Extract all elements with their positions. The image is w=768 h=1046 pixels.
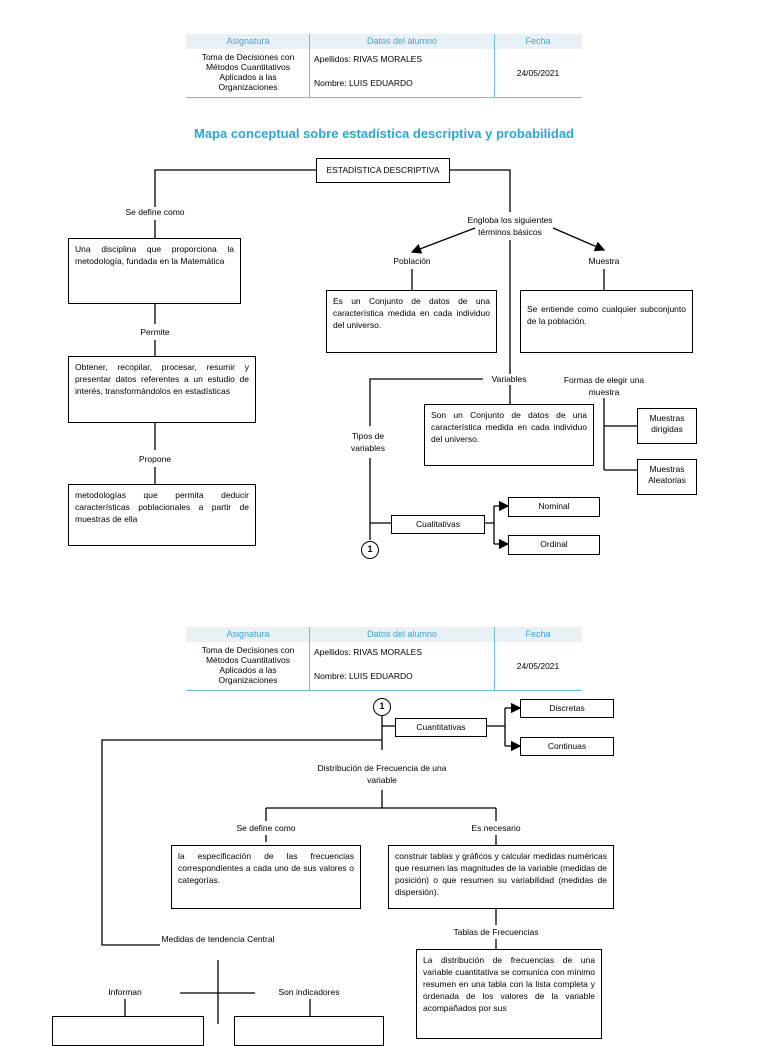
muestra-box: Se entiende como cualquier subconjunto d… xyxy=(520,290,693,353)
label-permite: Permite xyxy=(140,327,170,337)
label-se-define-como: Se define como xyxy=(236,823,296,833)
label-formas-elegir: Formas de elegir una muestra xyxy=(563,375,645,397)
header-col-student: Datos del alumno xyxy=(366,629,438,639)
header-col-subject: Asignatura xyxy=(226,36,270,46)
header-divider xyxy=(494,34,495,98)
label-tipos-variables: Tipos de variables xyxy=(350,431,386,453)
header-row: Asignatura Datos del alumno Fecha xyxy=(186,34,582,49)
tablas-box: La distribución de frecuencias de una va… xyxy=(416,949,602,1039)
header-rule xyxy=(186,97,582,98)
definition-box: Una disciplina que proporciona la metodo… xyxy=(68,238,241,304)
label-informan: Informan xyxy=(108,987,142,997)
necesario-box: construir tablas y gráficos y calcular m… xyxy=(388,845,614,909)
muestras-aleatorias-box: Muestras Aleatorias xyxy=(637,459,697,495)
header-row: Asignatura Datos del alumno Fecha xyxy=(186,627,582,642)
label-propone: Propone xyxy=(138,454,172,464)
header-surnames: Apellidos: RIVAS MORALES xyxy=(314,647,423,657)
propone-box: metodologías que permita deducir caracte… xyxy=(68,484,256,546)
label-tablas-frecuencias: Tablas de Frecuencias xyxy=(453,927,539,937)
page-title: Mapa conceptual sobre estadística descri… xyxy=(193,126,574,141)
header-rule xyxy=(186,690,582,691)
label-medidas-tendencia: Medidas de tendencia Central xyxy=(161,934,275,944)
muestras-dirigidas-box: Muestras dirigidas xyxy=(637,408,697,444)
header-name: Nombre: LUIS EDUARDO xyxy=(314,671,413,681)
concept-map-connectors xyxy=(101,169,637,1024)
poblacion-box: Es un Conjunto de datos de una caracterí… xyxy=(326,290,497,353)
header-col-student: Datos del alumno xyxy=(366,36,438,46)
root-node: ESTADÍSTICA DESCRIPTIVA xyxy=(316,158,450,183)
label-es-necesario: Es necesario xyxy=(471,823,521,833)
ordinal-box: Ordinal xyxy=(508,535,600,555)
header-surnames: Apellidos: RIVAS MORALES xyxy=(314,54,423,64)
label-variables: Variables xyxy=(483,374,535,385)
header-divider xyxy=(309,34,310,98)
label-muestra: Muestra xyxy=(588,256,620,266)
cualitativas-box: Cualitativas xyxy=(391,515,485,534)
header-col-subject: Asignatura xyxy=(226,629,270,639)
informan-box xyxy=(52,1016,204,1046)
header-col-date: Fecha xyxy=(525,629,551,639)
header-subject: Toma de Decisiones con Métodos Cuantitat… xyxy=(201,645,295,685)
label-engloba: Engloba los siguientes términos básicos xyxy=(467,215,553,237)
continuas-box: Continuas xyxy=(520,737,614,756)
discretas-box: Discretas xyxy=(520,699,614,718)
label-poblacion: Población xyxy=(393,256,431,266)
label-distribucion: Distribución de Frecuencia de una variab… xyxy=(317,763,447,785)
nominal-box: Nominal xyxy=(508,497,600,517)
indicadores-box xyxy=(234,1016,384,1046)
cuantitativas-box: Cuantitativas xyxy=(395,718,487,737)
header-date: 24/05/2021 xyxy=(516,68,560,78)
variables-box: Son un Conjunto de datos de una caracter… xyxy=(424,404,594,466)
header-name: Nombre: LUIS EDUARDO xyxy=(314,78,413,88)
definition-box-2: la especificación de las frecuencias cor… xyxy=(171,845,361,909)
label-son-indicadores: Son indicadores xyxy=(278,987,340,997)
permite-box: Obtener, recopilar, procesar, resumir y … xyxy=(68,356,256,423)
label-se-define-como: Se define como xyxy=(125,207,185,217)
header-date: 24/05/2021 xyxy=(516,661,560,671)
header-col-date: Fecha xyxy=(525,36,551,46)
header-divider xyxy=(309,627,310,691)
header-subject: Toma de Decisiones con Métodos Cuantitat… xyxy=(201,52,295,92)
connector-circle: 1 xyxy=(361,541,379,559)
header-divider xyxy=(494,627,495,691)
connector-circle: 1 xyxy=(373,698,391,716)
